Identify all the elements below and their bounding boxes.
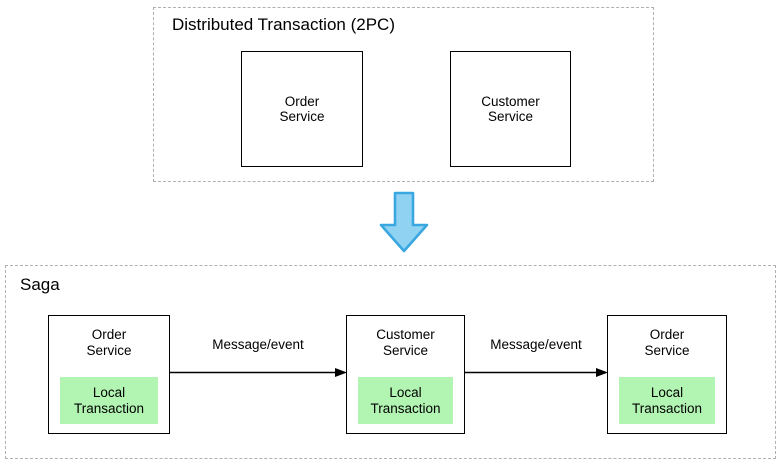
service-box-label: Customer Service <box>481 93 540 125</box>
connector-arrow-1 <box>169 368 347 377</box>
service-box-order-service-2pc: Order Service <box>241 51 363 167</box>
service-box-customer-service-2pc: Customer Service <box>450 51 571 167</box>
connector-arrow-2 <box>464 368 608 377</box>
service-box-label: Order Service <box>644 327 690 358</box>
connector-label-message-event-2: Message/event <box>490 337 582 352</box>
local-transaction-badge: Local Transaction <box>60 377 158 424</box>
service-box-customer-service-saga: Customer Service Local Transaction <box>346 315 465 434</box>
service-box-label: Order Service <box>279 93 325 125</box>
down-arrow-icon <box>379 191 429 253</box>
group-distributed-transaction <box>153 7 654 182</box>
group-saga-title: Saga <box>20 275 60 294</box>
service-box-label: Customer Service <box>376 327 435 358</box>
group-saga <box>5 265 776 459</box>
local-transaction-badge: Local Transaction <box>619 377 715 424</box>
group-distributed-transaction-title: Distributed Transaction (2PC) <box>172 15 395 34</box>
service-box-order-service-saga-2: Order Service Local Transaction <box>607 315 727 434</box>
connector-label-message-event-1: Message/event <box>212 337 304 352</box>
service-box-order-service-saga-1: Order Service Local Transaction <box>48 315 170 434</box>
local-transaction-badge: Local Transaction <box>358 377 453 424</box>
service-box-label: Order Service <box>86 327 132 358</box>
